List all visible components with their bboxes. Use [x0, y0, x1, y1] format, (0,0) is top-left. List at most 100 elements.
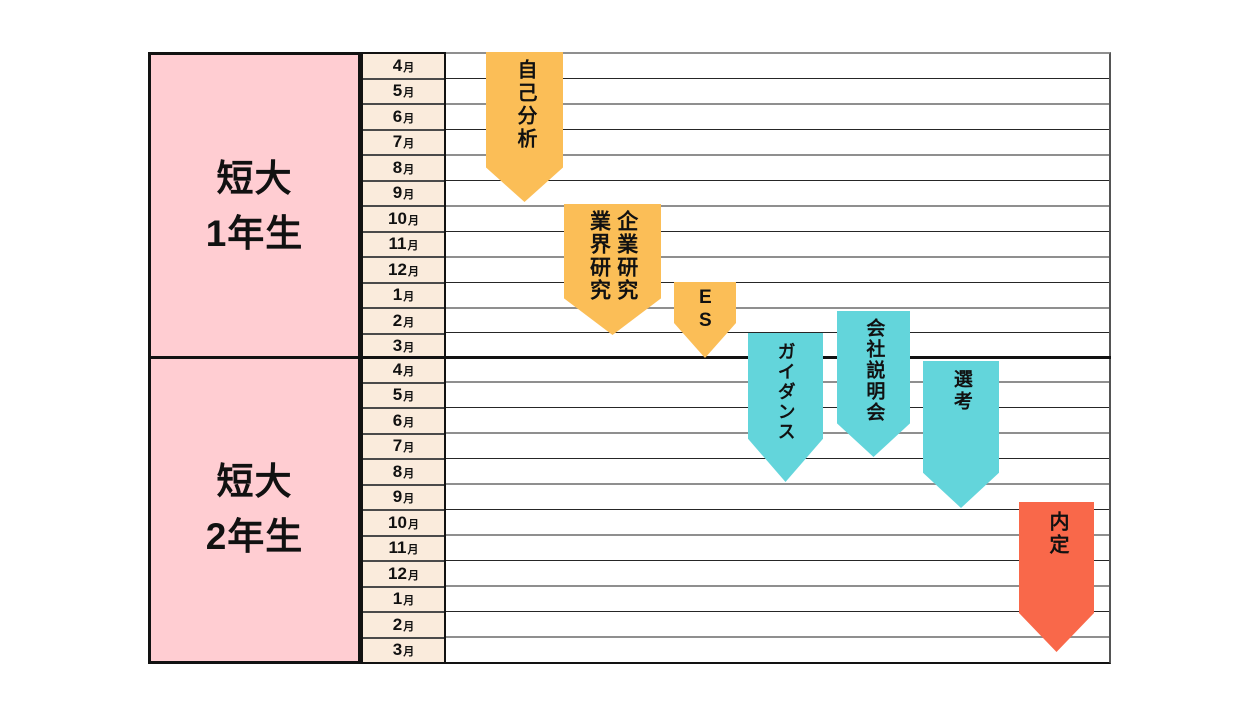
- grid-row: [446, 510, 1109, 537]
- task-label: 会社説明会: [863, 318, 885, 423]
- month-number: 11: [388, 234, 407, 254]
- year-1-label: 短大 1年生: [205, 157, 304, 254]
- screening-arrow: 選考: [923, 361, 999, 508]
- company-info-session-arrow: 会社説明会: [837, 311, 910, 457]
- month-suffix: 月: [403, 138, 415, 151]
- month-number: 6: [392, 410, 403, 430]
- month-number: 9: [392, 487, 403, 507]
- month-number: 2: [392, 310, 403, 330]
- month-number: 12: [388, 563, 407, 583]
- month-number: 12: [388, 259, 407, 279]
- task-label: 内定: [1046, 511, 1068, 557]
- month-suffix: 月: [403, 442, 415, 455]
- month-suffix: 月: [407, 265, 419, 278]
- month-suffix: 月: [403, 316, 415, 329]
- month-suffix: 月: [403, 291, 415, 304]
- month-suffix: 月: [407, 214, 419, 227]
- month-number: 10: [388, 512, 407, 532]
- month-suffix: 月: [403, 189, 415, 202]
- month-number: 8: [392, 157, 403, 177]
- year-column: 短大 1年生 短大 2年生: [148, 52, 361, 664]
- month-suffix: 月: [407, 569, 419, 582]
- month-suffix: 月: [403, 61, 415, 74]
- month-suffix: 月: [403, 416, 415, 429]
- grid-row: [446, 181, 1109, 207]
- grid-row: [446, 587, 1109, 612]
- grid-row: [446, 156, 1109, 181]
- month-number: 3: [392, 336, 403, 356]
- grid-row: [446, 105, 1109, 130]
- grid-row: [446, 79, 1109, 105]
- grid-row: [446, 283, 1109, 309]
- month-suffix: 月: [403, 163, 415, 176]
- task-label: ガイダンス: [775, 342, 796, 442]
- month-number: 10: [388, 208, 407, 228]
- month-number: 9: [392, 183, 403, 203]
- month-number: 8: [392, 461, 403, 481]
- grid-row: [446, 130, 1109, 156]
- month-number: 3: [392, 640, 403, 660]
- month-suffix: 月: [403, 365, 415, 378]
- grid-row: [446, 536, 1109, 562]
- year-separator-line: [148, 355, 1111, 359]
- month-suffix: 月: [403, 493, 415, 506]
- month-number: 11: [388, 538, 407, 558]
- month-number: 4: [392, 55, 403, 75]
- task-label: 自己分析: [514, 59, 536, 151]
- task-label: ES: [694, 287, 716, 333]
- grid-row: [446, 638, 1109, 662]
- month-suffix: 月: [403, 467, 415, 480]
- month-suffix: 月: [403, 646, 415, 659]
- grid-row: [446, 485, 1109, 511]
- month-suffix: 月: [407, 240, 419, 253]
- month-number: 1: [392, 285, 403, 305]
- month-suffix: 月: [403, 391, 415, 404]
- month-number: 5: [392, 385, 403, 405]
- task-label: 企業研究 業界研究: [587, 210, 638, 302]
- year-block-2: 短大 2年生: [148, 358, 361, 664]
- month-suffix: 月: [403, 112, 415, 125]
- grid-row: [446, 459, 1109, 486]
- month-number: 2: [392, 614, 403, 634]
- month-suffix: 月: [403, 342, 415, 355]
- month-suffix: 月: [403, 595, 415, 608]
- month-number: 4: [392, 359, 403, 379]
- grid-row: [446, 54, 1109, 79]
- year-2-label: 短大 2年生: [205, 460, 304, 557]
- task-label: 選考: [950, 369, 972, 413]
- grid-row: [446, 612, 1109, 638]
- grid-row: [446, 309, 1109, 334]
- grid-row: [446, 232, 1109, 258]
- month-suffix: 月: [403, 87, 415, 100]
- month-suffix: 月: [407, 518, 419, 531]
- year-block-1: 短大 1年生: [148, 52, 361, 358]
- self-analysis-arrow: 自己分析: [486, 52, 563, 202]
- grid-row: [446, 561, 1109, 588]
- month-number: 5: [392, 81, 403, 101]
